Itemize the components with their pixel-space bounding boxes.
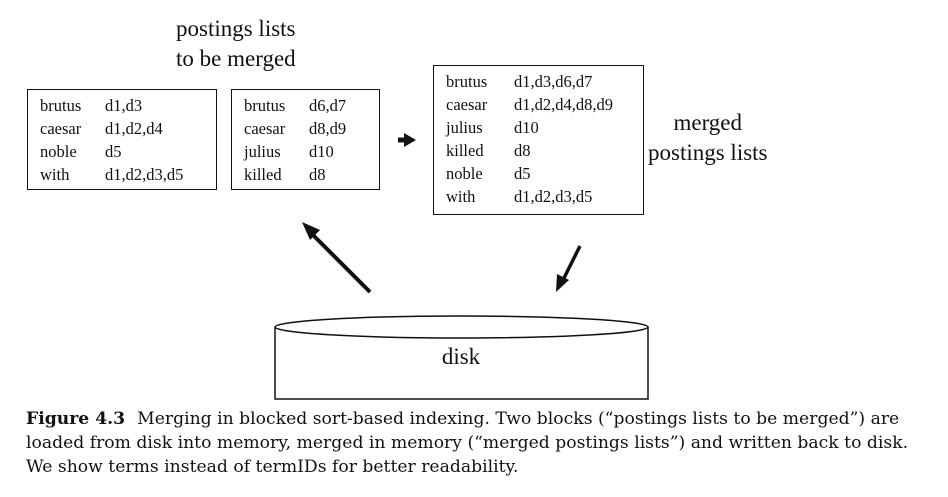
postings-row: brutus d6,d7 — [244, 94, 369, 117]
postings-block-b: brutus d6,d7 caesar d8,d9 julius d10 killed… — [231, 89, 380, 190]
term: caesar — [40, 118, 82, 138]
postings: d1,d2,d4 — [105, 118, 163, 138]
postings: d1,d3,d6,d7 — [514, 71, 593, 91]
postings: d5 — [105, 141, 122, 161]
load-arrow-icon — [302, 222, 372, 294]
postings-row: julius d10 — [446, 116, 633, 139]
postings-row: julius d10 — [244, 140, 369, 163]
postings-row: with d1,d2,d3,d5 — [40, 163, 206, 186]
merged-postings-line-2: postings lists — [648, 140, 768, 165]
term: brutus — [40, 95, 82, 115]
postings-row: killed d8 — [244, 163, 369, 186]
postings: d1,d2,d3,d5 — [105, 164, 184, 184]
term: julius — [244, 141, 281, 161]
term: caesar — [446, 94, 488, 114]
term: caesar — [244, 118, 286, 138]
postings-row: brutus d1,d3 — [40, 94, 206, 117]
term: killed — [446, 140, 484, 160]
postings: d10 — [309, 141, 334, 161]
term: with — [446, 186, 476, 206]
postings: d8 — [309, 164, 326, 184]
term: noble — [40, 141, 77, 161]
postings: d5 — [514, 163, 531, 183]
postings-row: with d1,d2,d3,d5 — [446, 185, 633, 208]
caption-text: Merging in blocked sort-based indexing. … — [26, 409, 909, 477]
merged-postings-label: merged postings lists — [648, 108, 768, 168]
postings-to-merge-label: postings lists to be merged — [176, 14, 296, 74]
postings-block-a: brutus d1,d3 caesar d1,d2,d4 noble d5 with d… — [27, 89, 217, 190]
term: julius — [446, 117, 483, 137]
postings-row: brutus d1,d3,d6,d7 — [446, 70, 633, 93]
merged-postings-block: brutus d1,d3,d6,d7 caesar d1,d2,d4,d8,d9 j… — [433, 65, 644, 215]
term: brutus — [244, 95, 286, 115]
postings-row: noble d5 — [446, 162, 633, 185]
term: with — [40, 164, 70, 184]
postings: d10 — [514, 117, 539, 137]
postings-to-merge-line-2: to be merged — [176, 46, 296, 71]
figure-number: Figure 4.3 — [26, 409, 126, 429]
postings-row: caesar d1,d2,d4 — [40, 117, 206, 140]
postings-row: killed d8 — [446, 139, 633, 162]
postings-row: noble d5 — [40, 140, 206, 163]
postings: d8,d9 — [309, 118, 347, 138]
postings: d1,d2,d3,d5 — [514, 186, 593, 206]
merged-postings-line-1: merged — [673, 110, 743, 135]
postings: d1,d3 — [105, 95, 143, 115]
term: killed — [244, 164, 282, 184]
postings-row: caesar d8,d9 — [244, 117, 369, 140]
postings: d6,d7 — [309, 95, 347, 115]
postings: d8 — [514, 140, 531, 160]
postings: d1,d2,d4,d8,d9 — [514, 94, 613, 114]
disk-label: disk — [441, 344, 481, 369]
merge-arrow-icon — [398, 133, 416, 147]
term: noble — [446, 163, 483, 183]
postings-to-merge-line-1: postings lists — [176, 16, 296, 41]
write-arrow-icon — [556, 245, 582, 292]
term: brutus — [446, 71, 488, 91]
postings-row: caesar d1,d2,d4,d8,d9 — [446, 93, 633, 116]
disk-icon — [274, 315, 649, 400]
